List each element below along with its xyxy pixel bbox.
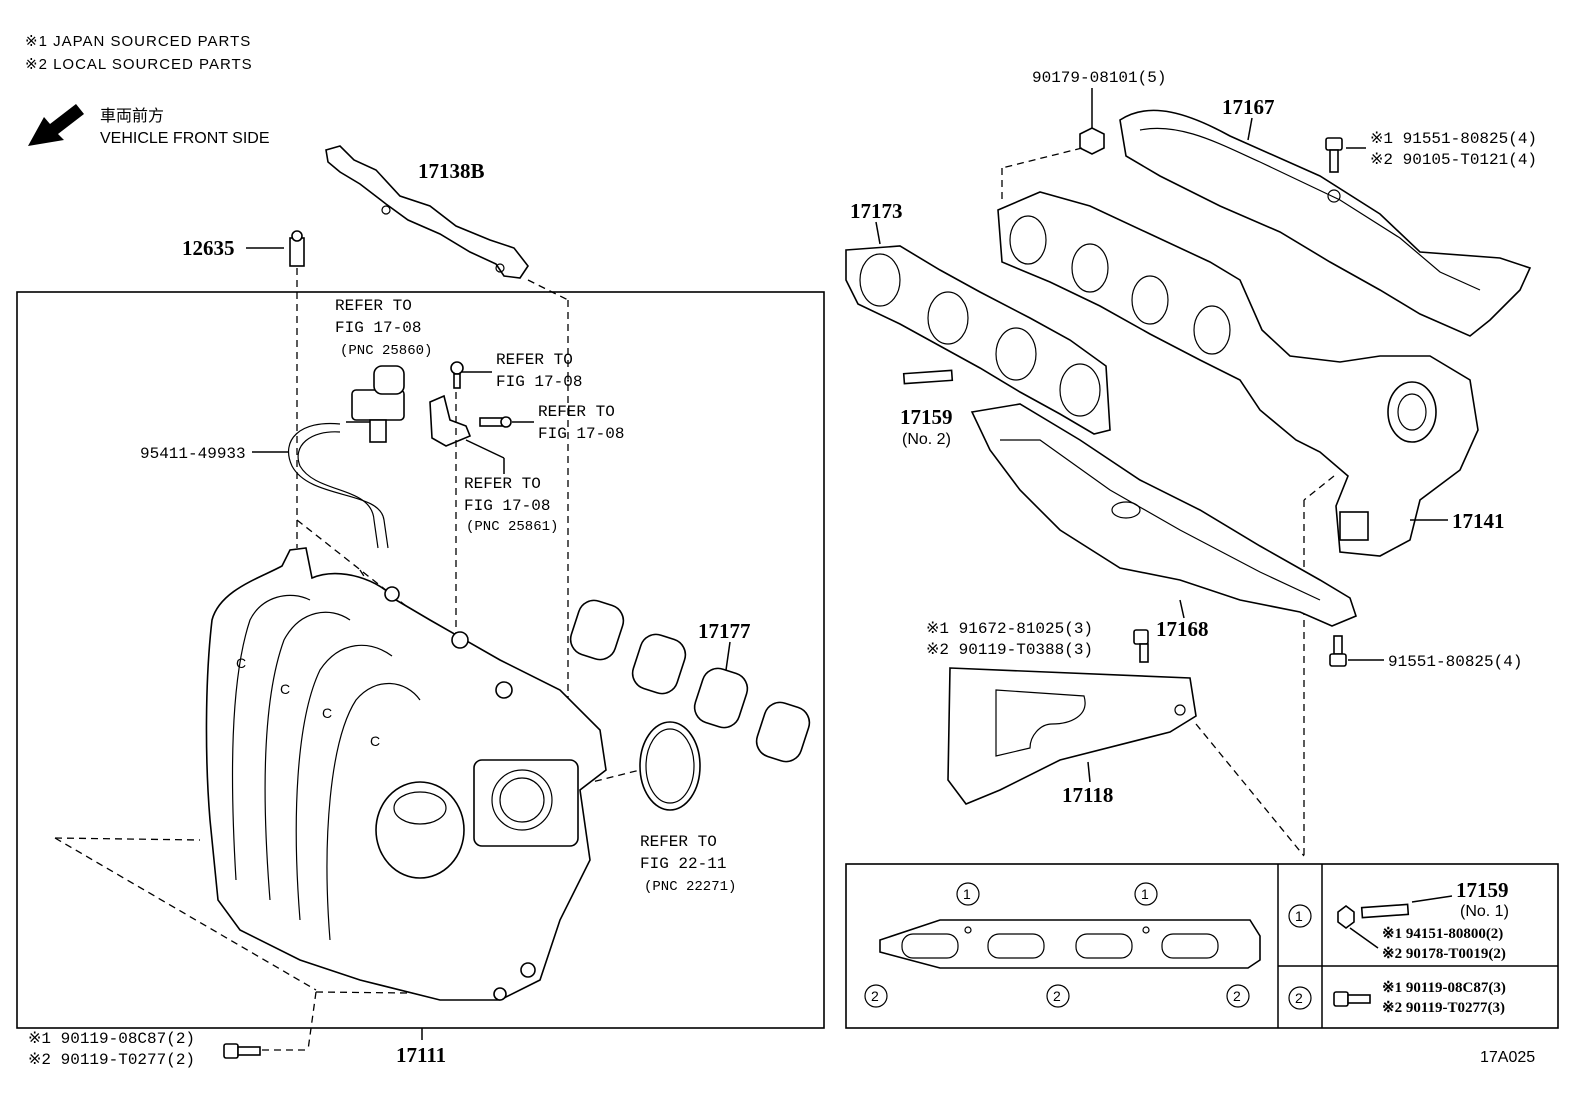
svg-text:1: 1	[1141, 886, 1149, 902]
vehicle-front-label-en: VEHICLE FRONT SIDE	[100, 130, 270, 147]
part-label-95411-49933: 95411-49933	[140, 445, 246, 463]
heat-insulator-17168	[970, 403, 1357, 627]
refer-22271-line3: (PNC 22271)	[644, 879, 736, 895]
svg-text:1: 1	[963, 886, 971, 902]
marker-2-middle: 2	[1046, 984, 1070, 1008]
svg-text:C: C	[370, 733, 380, 749]
part-label-17173: 17173	[850, 199, 903, 223]
gasket-17177	[569, 599, 811, 763]
legend-part-17159-no1: (No. 1)	[1460, 903, 1509, 920]
screw-icon	[479, 416, 512, 428]
part-label-91672-81025: ※1 91672-81025(3)	[926, 620, 1093, 638]
intake-manifold-17111: C C C C	[205, 547, 607, 1001]
bolt-91551-top-icon	[1325, 137, 1343, 173]
part-label-17118: 17118	[1062, 783, 1113, 807]
svg-text:C: C	[236, 655, 246, 671]
vehicle-front-label-jp: 車両前方	[100, 107, 164, 125]
note-japan-sourced: ※1 JAPAN SOURCED PARTS	[25, 33, 251, 50]
stud-17159-no1-icon	[1337, 903, 1410, 929]
bolt-legend-row2-icon	[1333, 991, 1371, 1007]
part-label-17159: 17159	[900, 405, 953, 429]
part-label-17111: 17111	[396, 1043, 446, 1067]
legend-part-94151-80800: ※1 94151-80800(2)	[1382, 926, 1503, 942]
bracket-17118	[947, 667, 1197, 805]
stud-17159-no2-icon	[902, 369, 954, 385]
refer-fig-17-08-b-line2: FIG 17-08	[538, 425, 624, 443]
refer-22271-line1: REFER TO	[640, 833, 717, 851]
bolt-91672-icon	[1133, 629, 1149, 663]
svg-text:C: C	[322, 705, 332, 721]
vsv-bracket-icon	[429, 394, 472, 447]
marker-2-left: 2	[864, 984, 888, 1008]
legend-row2-marker: 2	[1288, 986, 1312, 1010]
legend-part-17159: 17159	[1456, 878, 1509, 902]
svg-text:2: 2	[871, 988, 879, 1004]
refer-fig-17-08-a-line1: REFER TO	[496, 351, 573, 369]
gasket-legend-table	[845, 863, 1559, 1029]
part-label-90119-08C87: ※1 90119-08C87(2)	[28, 1030, 195, 1048]
svg-text:2: 2	[1295, 990, 1303, 1006]
legend-part-90178-T0019: ※2 90178-T0019(2)	[1382, 946, 1506, 962]
part-label-17159-no2: (No. 2)	[902, 431, 951, 448]
part-label-90105-T0121: ※2 90105-T0121(4)	[1370, 151, 1537, 169]
refer-22271-line2: FIG 22-11	[640, 855, 726, 873]
part-label-90179-08101: 90179-08101(5)	[1032, 69, 1166, 87]
throttle-gasket-icon	[639, 721, 701, 811]
bracket-17138B	[325, 145, 529, 279]
part-label-90119-T0277: ※2 90119-T0277(2)	[28, 1051, 195, 1069]
bolt-small-icon	[450, 361, 464, 389]
legend-row1-marker: 1	[1288, 904, 1312, 928]
svg-text:1: 1	[1295, 908, 1303, 924]
refer-fig-17-08-a-line2: FIG 17-08	[496, 373, 582, 391]
part-label-17168: 17168	[1156, 617, 1209, 641]
heat-insulator-17167	[1119, 109, 1532, 337]
refer-25860-line1: REFER TO	[335, 297, 412, 315]
vsv-valve-icon	[346, 365, 405, 443]
bolt-91551-bottom-icon	[1329, 635, 1347, 667]
marker-1-right: 1	[1134, 882, 1158, 906]
refer-25860-line2: FIG 17-08	[335, 319, 421, 337]
legend-part-90119-T0277: ※2 90119-T0277(3)	[1382, 1000, 1505, 1016]
figure-code: 17A025	[1480, 1049, 1535, 1066]
part-label-12635: 12635	[182, 236, 235, 260]
note-local-sourced: ※2 LOCAL SOURCED PARTS	[25, 56, 253, 73]
part-label-90119-T0388: ※2 90119-T0388(3)	[926, 641, 1093, 659]
exhaust-gasket-17173	[845, 245, 1111, 435]
part-label-91551-80825-bottom: 91551-80825(4)	[1388, 653, 1522, 671]
vehicle-front-arrow-icon	[28, 104, 84, 146]
refer-fig-17-08-b-line1: REFER TO	[538, 403, 615, 421]
part-label-17177: 17177	[698, 619, 751, 643]
refer-25861-line1: REFER TO	[464, 475, 541, 493]
svg-text:2: 2	[1053, 988, 1061, 1004]
part-label-17138B: 17138B	[418, 159, 485, 183]
legend-part-90119-08C87: ※1 90119-08C87(3)	[1382, 980, 1506, 996]
intake-group-frame	[16, 291, 825, 1029]
refer-25861-line2: FIG 17-08	[464, 497, 550, 515]
svg-text:C: C	[280, 681, 290, 697]
part-label-17167: 17167	[1222, 95, 1275, 119]
refer-25860-line3: (PNC 25860)	[340, 343, 432, 359]
marker-2-right: 2	[1226, 984, 1250, 1008]
stud-12635-icon	[289, 230, 305, 267]
marker-1-left: 1	[956, 882, 980, 906]
refer-25861-line3: (PNC 25861)	[466, 519, 558, 535]
svg-text:2: 2	[1233, 988, 1241, 1004]
bolt-90119-icon	[223, 1043, 261, 1059]
part-label-17141: 17141	[1452, 509, 1505, 533]
nut-90179-icon	[1079, 127, 1105, 155]
part-label-91551-80825-top: ※1 91551-80825(4)	[1370, 130, 1537, 148]
